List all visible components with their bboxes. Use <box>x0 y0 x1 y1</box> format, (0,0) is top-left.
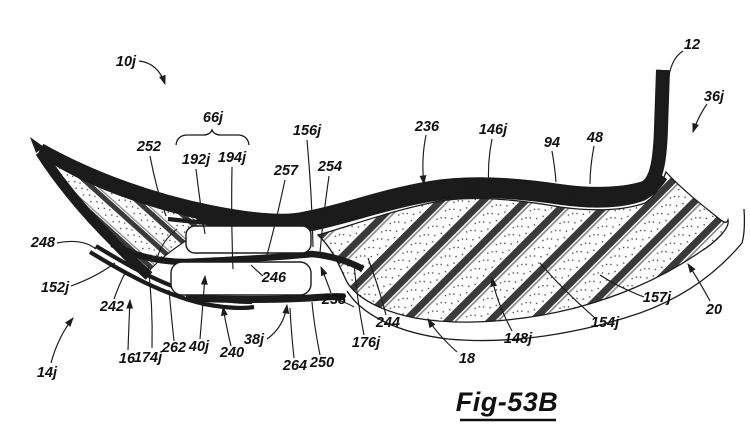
leader-238 <box>320 265 332 294</box>
ref-label-252: 252 <box>136 139 161 155</box>
leader-10j <box>138 60 166 86</box>
ref-label-12: 12 <box>684 37 700 53</box>
strap-tip <box>30 137 44 153</box>
ref-label-264: 264 <box>282 358 307 374</box>
ref-label-94: 94 <box>544 135 560 151</box>
ref-label-262: 262 <box>161 340 186 356</box>
leader-146j <box>487 138 493 189</box>
figure-caption: Fig-53B <box>456 387 559 417</box>
leader-236 <box>419 134 427 186</box>
leader-176j <box>353 262 365 336</box>
leader-157j <box>599 274 645 298</box>
ref-label-14j: 14j <box>37 365 58 381</box>
leader-48 <box>589 145 595 185</box>
ref-label-38j: 38j <box>244 332 265 348</box>
leader-252 <box>149 155 167 217</box>
ref-label-18: 18 <box>459 351 476 367</box>
ref-label-10j: 10j <box>116 54 137 70</box>
leader-248 <box>56 240 97 250</box>
ref-label-36j: 36j <box>704 89 725 105</box>
ref-label-20: 20 <box>705 302 722 318</box>
ref-label-250: 250 <box>309 355 334 371</box>
leader-40j <box>199 274 208 340</box>
leader-16 <box>126 298 134 351</box>
leader-250 <box>311 301 321 356</box>
ref-label-154j: 154j <box>591 315 620 331</box>
labels-layer: 10j 66j 252 192j 194j 156j 257 254 236 146j 94 48 12… <box>30 37 725 381</box>
chamber-upper <box>185 225 312 254</box>
ref-label-157j: 157j <box>643 290 672 306</box>
leader-36j <box>692 103 708 134</box>
leader-18 <box>427 318 458 353</box>
ref-label-238: 238 <box>321 292 347 308</box>
leader-192j <box>195 168 206 235</box>
ref-label-152j: 152j <box>41 280 70 296</box>
leader-94 <box>551 150 557 183</box>
ref-label-176j: 176j <box>352 335 381 351</box>
bottom-strip <box>185 293 346 303</box>
ref-label-16: 16 <box>119 351 136 367</box>
ref-label-48: 48 <box>586 130 604 146</box>
ref-label-240: 240 <box>219 345 244 361</box>
chamber-lower <box>170 261 312 296</box>
ref-label-40j: 40j <box>188 339 210 355</box>
ref-label-254: 254 <box>317 159 342 175</box>
leader-14j <box>50 317 74 364</box>
ref-label-246: 246 <box>261 270 287 286</box>
leader-174j <box>147 264 153 349</box>
leader-148j <box>490 276 513 332</box>
outsole-line-right <box>346 208 746 342</box>
ref-label-156j: 156j <box>293 123 322 139</box>
strap-band <box>36 69 670 228</box>
ref-label-66j: 66j <box>203 110 224 126</box>
upper-plate <box>167 216 312 227</box>
leader-154j <box>539 262 596 319</box>
mid-strip <box>110 241 365 272</box>
leader-194j <box>231 166 234 270</box>
leader-264 <box>289 307 295 359</box>
ref-label-174j: 174j <box>134 350 163 366</box>
ref-label-194j: 194j <box>218 150 247 166</box>
brace-66j <box>175 128 250 146</box>
leader-12 <box>668 50 684 77</box>
leader-156j <box>306 139 314 248</box>
ref-label-244: 244 <box>375 315 400 331</box>
ref-label-146j: 146j <box>479 122 508 138</box>
leader-152j <box>70 262 116 287</box>
ref-label-192j: 192j <box>182 152 211 168</box>
leader-20 <box>687 263 711 302</box>
ref-label-248: 248 <box>30 235 56 251</box>
ref-label-236: 236 <box>414 119 440 135</box>
ref-label-257: 257 <box>273 163 299 179</box>
ref-label-242: 242 <box>99 299 124 315</box>
leader-38j <box>266 303 290 340</box>
leader-244 <box>367 257 387 316</box>
leader-242 <box>113 272 126 300</box>
leader-257 <box>266 179 286 256</box>
ref-label-148j: 148j <box>504 331 533 347</box>
leader-262 <box>168 289 175 342</box>
leader-246 <box>250 264 264 277</box>
midsole-body <box>316 170 729 323</box>
leader-240 <box>221 305 232 347</box>
leader-254 <box>319 175 330 254</box>
chamber-lens-line <box>156 228 178 260</box>
dashed-outer-band <box>35 149 153 280</box>
